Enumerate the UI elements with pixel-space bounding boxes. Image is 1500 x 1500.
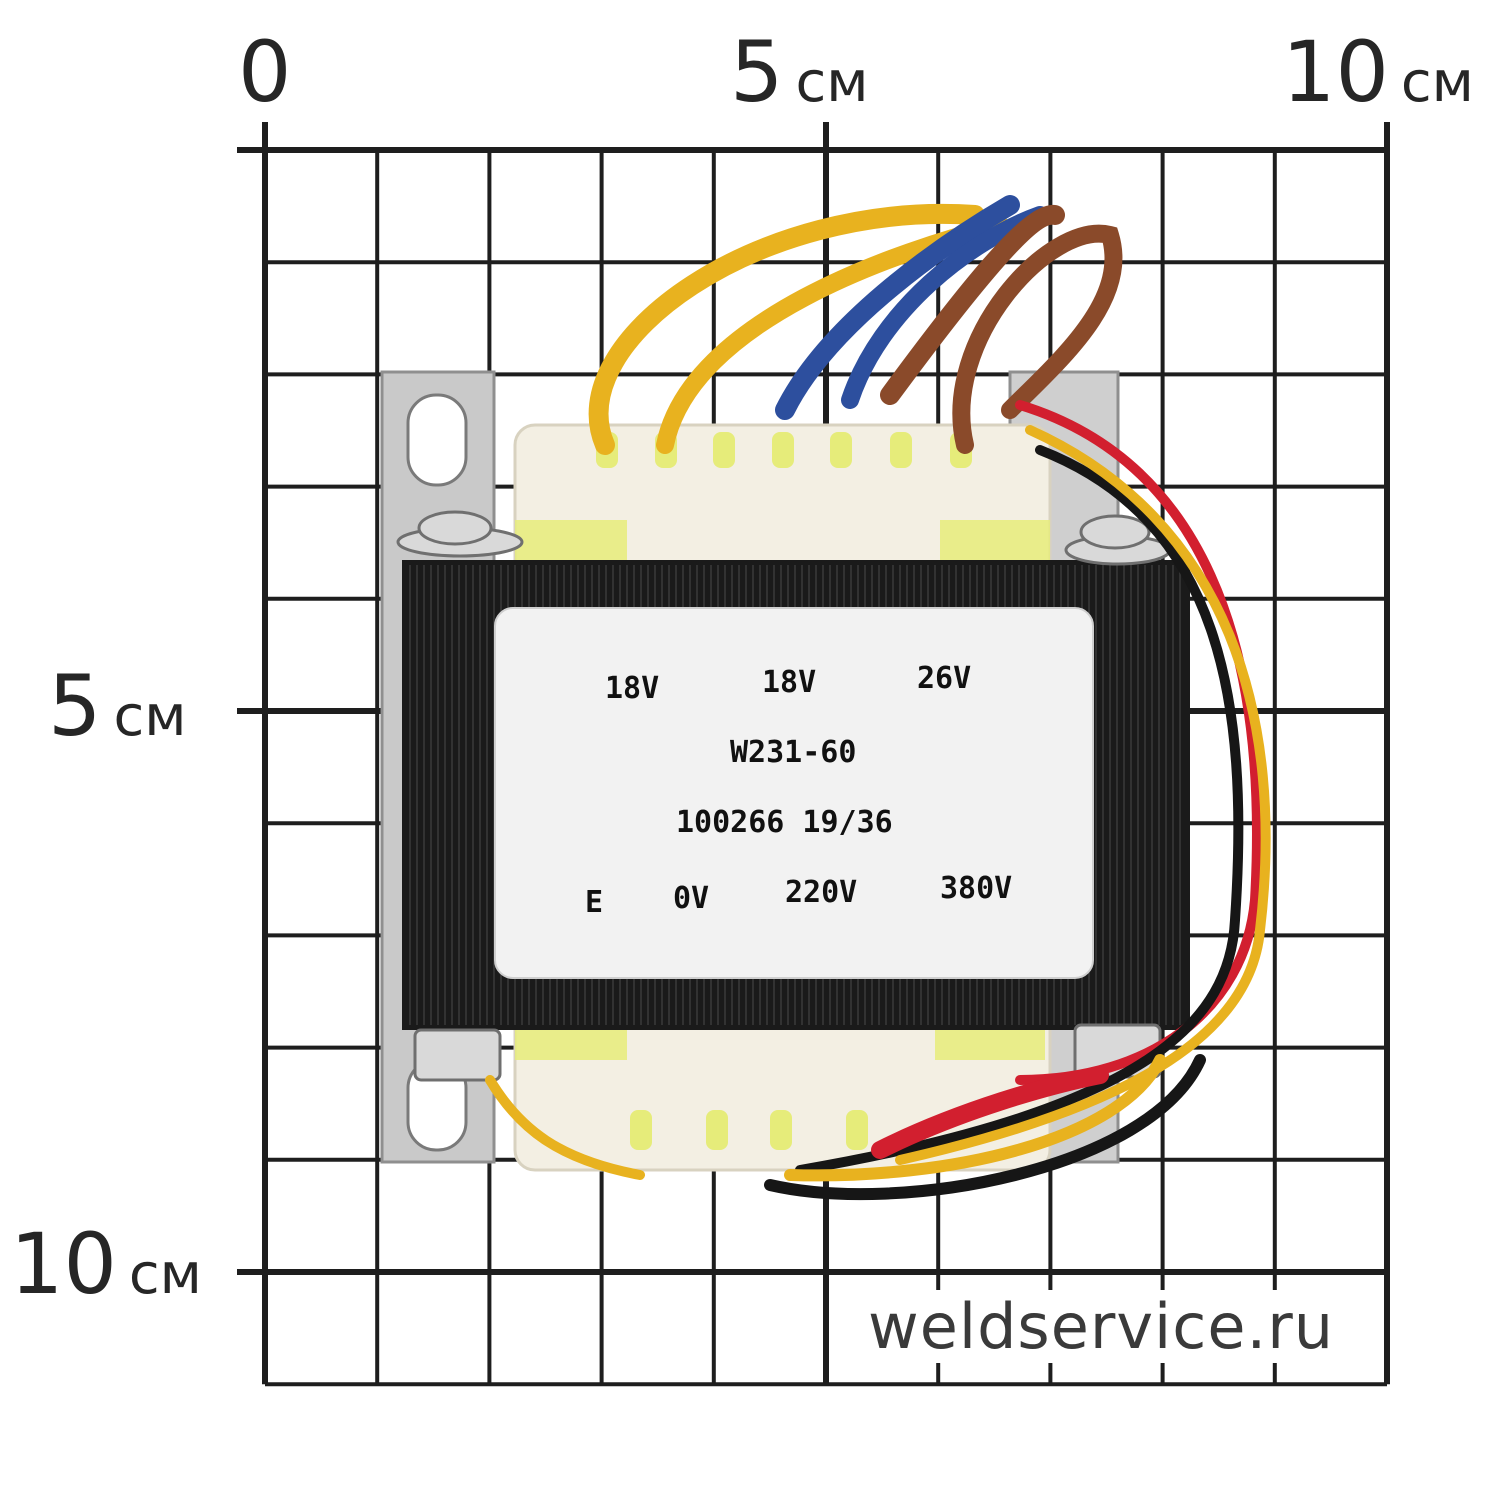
plate-voltage-18v-2: 18V <box>762 665 816 700</box>
scale-label-top-0: 0 <box>238 30 303 114</box>
scale-number: 0 <box>238 23 292 121</box>
lead-wires-top <box>588 195 1123 455</box>
scale-unit: см <box>795 50 869 115</box>
scale-number: 5 <box>730 23 784 121</box>
scale-unit: см <box>1400 50 1474 115</box>
scale-number: 5 <box>48 657 102 755</box>
plate-serial: 100266 19/36 <box>676 805 893 840</box>
scale-unit: см <box>128 1242 202 1307</box>
lead-wires-right <box>485 400 1271 1201</box>
plate-terminal-e: E <box>585 885 603 920</box>
scale-number: 10 <box>10 1215 117 1313</box>
plate-terminal-0v: 0V <box>673 881 709 916</box>
watermark-text: weldservice.ru <box>862 1290 1341 1363</box>
plate-model: W231-60 <box>730 735 856 770</box>
plate-voltage-26v: 26V <box>917 661 971 696</box>
scale-unit: см <box>113 684 187 749</box>
scale-number: 10 <box>1282 23 1389 121</box>
label-plate: 18V 18V 26V W231-60 100266 19/36 E 0V 22… <box>494 607 1094 979</box>
plate-terminal-380v: 380V <box>940 871 1012 906</box>
plate-terminal-220v: 220V <box>785 875 857 910</box>
plate-voltage-18v-1: 18V <box>605 671 659 706</box>
